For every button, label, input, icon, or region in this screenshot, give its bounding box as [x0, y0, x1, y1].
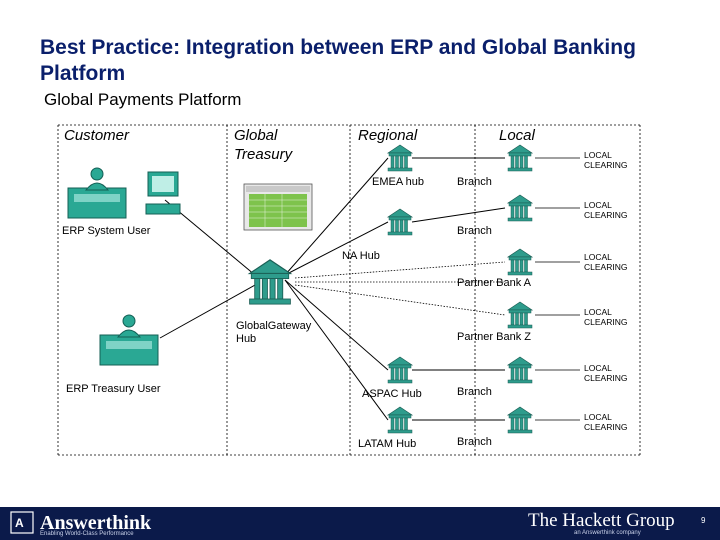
- column-regional: Regional: [358, 127, 418, 144]
- latam-hub-label: LATAM Hub: [358, 438, 417, 450]
- branch-label: Branch: [457, 386, 492, 398]
- aspac-hub-label: ASPAC Hub: [362, 388, 422, 400]
- erp-system-user-label: ERP System User: [62, 225, 151, 237]
- global-gateway-hub-label: GlobalGateway Hub: [236, 320, 312, 345]
- local-clearing-label: LOCAL CLEARING: [584, 363, 628, 383]
- svg-text:A: A: [15, 516, 24, 530]
- local-clearing-label: LOCAL CLEARING: [584, 200, 628, 220]
- aspac-hub-bank-icon: [387, 356, 413, 384]
- erp-treasury-user-icon: [99, 314, 159, 366]
- local-clearing-label: LOCAL CLEARING: [584, 150, 628, 170]
- local-clearing-label: LOCAL CLEARING: [584, 412, 628, 432]
- connection-lines: [159, 157, 506, 421]
- column-global-treasury: Global Treasury: [234, 127, 293, 163]
- local-clearing-label: LOCAL CLEARING: [584, 252, 628, 272]
- emea-hub-label: EMEA hub: [372, 176, 424, 188]
- partner-links: [294, 261, 506, 316]
- answerthink-logo-icon: A: [10, 511, 34, 534]
- answerthink-tagline: Enabling World-Class Performance: [40, 531, 134, 537]
- branch-label: Branch: [457, 436, 492, 448]
- local-bank-icon: [507, 194, 533, 222]
- local-bank-icon: [507, 144, 533, 172]
- answerthink-brand: Answerthink: [40, 512, 152, 534]
- column-local: Local: [499, 127, 535, 144]
- emea-hub-bank-icon: [387, 144, 413, 172]
- slide-subtitle: Global Payments Platform: [44, 90, 242, 109]
- partner-bank-z-label: Partner Bank Z: [457, 331, 531, 343]
- slide-title: Best Practice: Integration between ERP a…: [40, 36, 636, 85]
- treasury-screen-thumbnail: [243, 183, 313, 231]
- hackett-group-tagline: an Answerthink company: [574, 530, 641, 536]
- local-bank-icon: [507, 356, 533, 384]
- column-separators: [57, 124, 641, 456]
- erp-treasury-user-label: ERP Treasury User: [66, 383, 161, 395]
- global-gateway-bank-icon: [249, 259, 291, 305]
- column-customer: Customer: [64, 127, 130, 144]
- partner-bank-a-label: Partner Bank A: [457, 277, 531, 289]
- branch-label: Branch: [457, 176, 492, 188]
- latam-hub-bank-icon: [387, 406, 413, 434]
- erp-system-user-icon: [67, 167, 181, 219]
- regional-hub-bank-icon: [387, 208, 413, 236]
- footer-bar: [0, 507, 720, 540]
- hackett-group-brand: The Hackett Group: [528, 510, 675, 531]
- na-hub-label: NA Hub: [342, 250, 380, 262]
- page-number: 9: [701, 516, 706, 525]
- local-bank-icon: [507, 301, 533, 329]
- clearing-links: [535, 157, 580, 421]
- local-bank-icon: [507, 248, 533, 276]
- local-bank-icon: [507, 406, 533, 434]
- local-clearing-label: LOCAL CLEARING: [584, 307, 628, 327]
- branch-label: Branch: [457, 225, 492, 237]
